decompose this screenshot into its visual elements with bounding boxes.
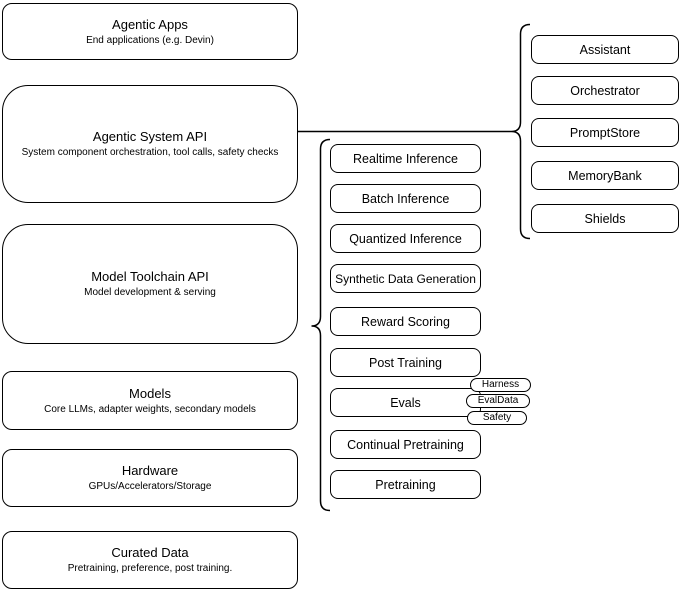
node-memorybank: MemoryBank bbox=[531, 161, 679, 190]
node-models: Models Core LLMs, adapter weights, secon… bbox=[2, 371, 298, 430]
node-title: Curated Data bbox=[111, 545, 189, 560]
node-subtitle: Core LLMs, adapter weights, secondary mo… bbox=[44, 403, 256, 415]
node-agentic-apps: Agentic Apps End applications (e.g. Devi… bbox=[2, 3, 298, 60]
node-shields: Shields bbox=[531, 204, 679, 233]
node-subtitle: System component orchestration, tool cal… bbox=[21, 147, 279, 158]
node-title: Hardware bbox=[121, 463, 179, 478]
node-batch-inference: Batch Inference bbox=[330, 184, 481, 213]
node-orchestrator: Orchestrator bbox=[531, 76, 679, 105]
node-promptstore: PromptStore bbox=[531, 118, 679, 147]
node-curated-data: Curated Data Pretraining, preference, po… bbox=[2, 531, 298, 589]
node-subtitle: GPUs/Accelerators/Storage bbox=[88, 481, 212, 492]
right-column-brace bbox=[511, 23, 531, 240]
node-title: Agentic Apps bbox=[112, 16, 188, 32]
node-reward-scoring: Reward Scoring bbox=[330, 307, 481, 336]
node-subtitle: End applications (e.g. Devin) bbox=[86, 34, 214, 46]
tag-evaldata: EvalData bbox=[466, 394, 530, 408]
node-subtitle: Pretraining, preference, post training. bbox=[67, 563, 233, 574]
middle-column-brace bbox=[311, 138, 331, 512]
node-pretraining: Pretraining bbox=[330, 470, 481, 499]
node-subtitle: Model development & serving bbox=[84, 287, 216, 298]
node-title: Models bbox=[129, 385, 171, 401]
tag-harness: Harness bbox=[470, 378, 531, 392]
node-agentic-system-api: Agentic System API System component orch… bbox=[2, 85, 298, 203]
node-assistant: Assistant bbox=[531, 35, 679, 64]
node-post-training: Post Training bbox=[330, 348, 481, 377]
node-title: Model Toolchain API bbox=[91, 269, 209, 284]
node-hardware: Hardware GPUs/Accelerators/Storage bbox=[2, 449, 298, 507]
node-continual-pretraining: Continual Pretraining bbox=[330, 430, 481, 459]
tag-safety: Safety bbox=[467, 411, 527, 425]
node-title: Agentic System API bbox=[92, 129, 208, 144]
node-model-toolchain-api: Model Toolchain API Model development & … bbox=[2, 224, 298, 344]
node-quantized-inference: Quantized Inference bbox=[330, 224, 481, 253]
node-evals: Evals bbox=[330, 388, 481, 417]
node-realtime-inference: Realtime Inference bbox=[330, 144, 481, 173]
node-synthetic-data-generation: Synthetic Data Generation bbox=[330, 264, 481, 293]
